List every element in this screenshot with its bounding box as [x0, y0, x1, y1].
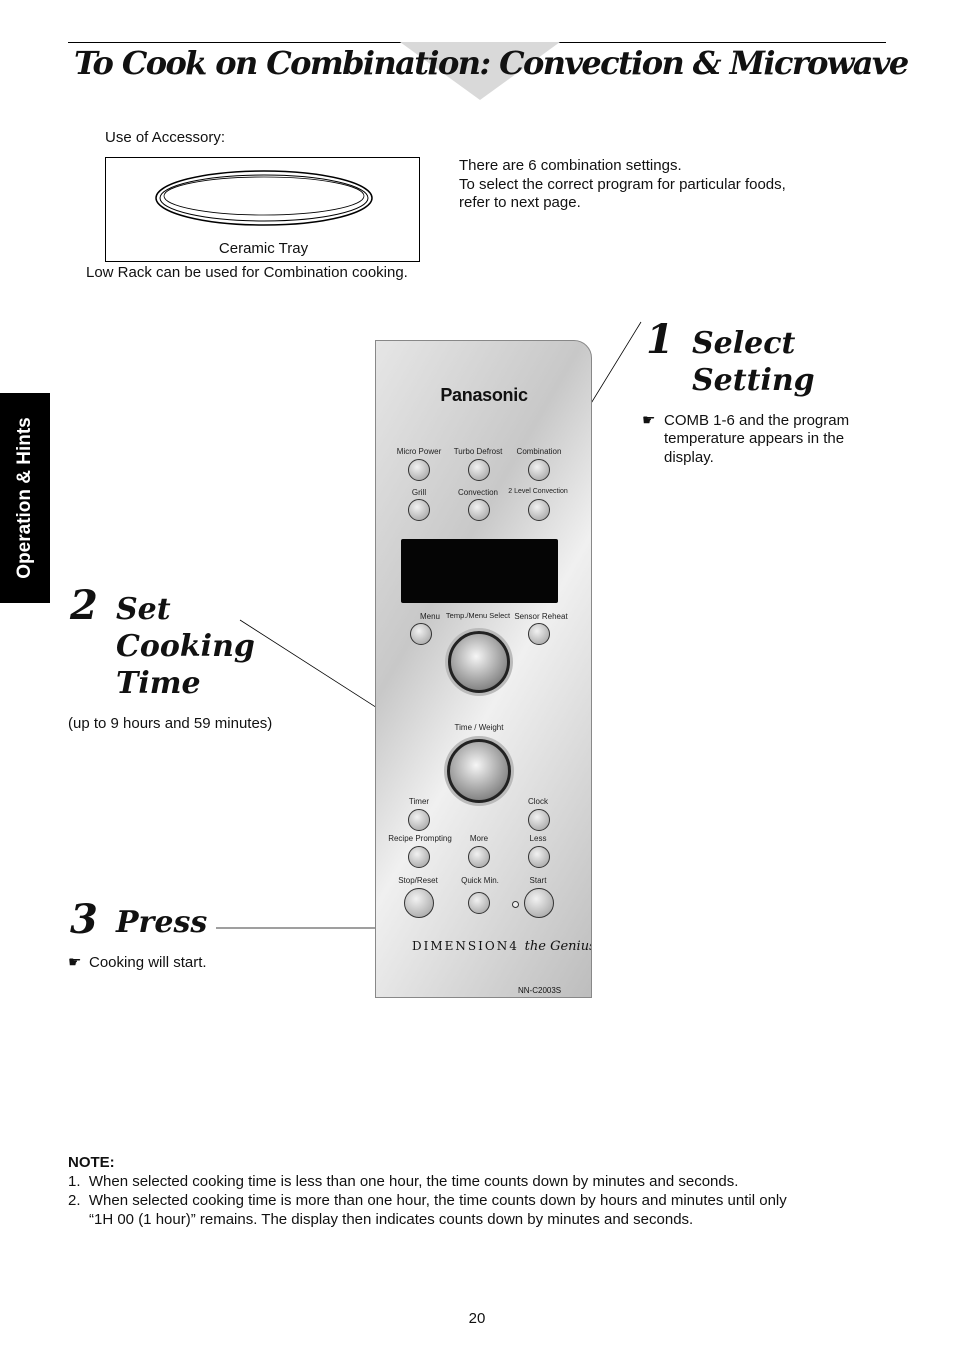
step-1-detail-line-1: COMB 1-6 and the program	[664, 412, 850, 429]
stop-reset-button[interactable]	[404, 888, 434, 918]
step-1-number: 1	[646, 316, 674, 363]
brand-logo: Panasonic	[440, 385, 528, 405]
menu-button[interactable]	[410, 623, 432, 645]
model-number: NN-C2003S	[518, 986, 562, 995]
quick-min-label: Quick Min.	[461, 876, 499, 885]
step-1-detail-line-3: display.	[664, 449, 714, 466]
recipe-prompting-button[interactable]	[408, 846, 430, 868]
section-side-tab: Operation & Hints	[0, 393, 50, 603]
pointing-hand-icon: ☛	[68, 954, 82, 971]
lcd-display	[401, 539, 558, 603]
intro-line-3: refer to next page.	[459, 194, 581, 211]
two-level-convection-label: 2 Level Convection	[508, 488, 568, 495]
page-number: 20	[468, 1310, 486, 1327]
step-3-detail: Cooking will start.	[89, 954, 207, 971]
step-2-number: 2	[70, 582, 98, 629]
page-title: To Cook on Combination: Convection & Mic…	[74, 44, 909, 82]
step-2-title-line-3: Time	[116, 666, 201, 701]
sensor-reheat-button[interactable]	[528, 623, 550, 645]
turbo-defrost-button[interactable]	[468, 459, 490, 481]
step-1-title-line-2: Setting	[692, 363, 815, 398]
less-label: Less	[529, 834, 547, 843]
accessory-box: Ceramic Tray	[105, 157, 420, 262]
convection-button[interactable]	[468, 499, 490, 521]
combination-button[interactable]	[528, 459, 550, 481]
recipe-prompting-label: Recipe Prompting	[388, 834, 452, 843]
step-3-number: 3	[70, 896, 98, 943]
more-label: More	[469, 834, 489, 843]
start-button[interactable]	[524, 888, 554, 918]
stop-reset-label: Stop/Reset	[398, 876, 438, 885]
ceramic-tray-icon	[155, 170, 373, 226]
note-item-2-text: When selected cooking time is more than …	[88, 1192, 787, 1209]
ceramic-tray-label: Ceramic Tray	[218, 240, 309, 257]
micro-power-label: Micro Power	[396, 447, 442, 456]
accessory-heading: Use of Accessory:	[105, 129, 226, 146]
grill-button[interactable]	[408, 499, 430, 521]
timer-label: Timer	[408, 797, 430, 806]
step-2-detail: (up to 9 hours and 59 minutes)	[68, 715, 273, 732]
sensor-reheat-label: Sensor Reheat	[514, 612, 568, 621]
dimension-logo: DIMENSION4 the Genius	[412, 939, 592, 954]
step-2-title-line-1: Set	[116, 592, 171, 627]
step-2-title-line-2: Cooking	[116, 629, 255, 664]
start-indicator-light	[512, 901, 519, 908]
note-heading: NOTE:	[68, 1154, 115, 1171]
step-1-title-line-1: Select	[692, 326, 796, 361]
low-rack-note: Low Rack can be used for Combination coo…	[86, 264, 408, 281]
intro-line-2: To select the correct program for partic…	[459, 176, 786, 193]
note-block: NOTE: 1. When selected cooking time is l…	[68, 1153, 888, 1229]
quick-min-button[interactable]	[468, 892, 490, 914]
less-button[interactable]	[528, 846, 550, 868]
control-panel: Panasonic Micro Power Turbo Defrost Comb…	[375, 340, 592, 998]
convection-label: Convection	[457, 488, 499, 497]
clock-button[interactable]	[528, 809, 550, 831]
turbo-defrost-label: Turbo Defrost	[453, 447, 503, 456]
time-weight-label: Time / Weight	[454, 723, 504, 732]
temp-menu-select-label: Temp./Menu Select	[445, 611, 511, 620]
timer-button[interactable]	[408, 809, 430, 831]
menu-label: Menu	[419, 612, 441, 621]
grill-label: Grill	[411, 488, 427, 497]
start-label: Start	[529, 876, 547, 885]
note-item-2-cont: “1H 00 (1 hour)” remains. The display th…	[89, 1211, 694, 1228]
step-3-title: Press	[116, 905, 208, 940]
note-item-1: 1. When selected cooking time is less th…	[68, 1173, 739, 1190]
step-1-detail-line-2: temperature appears in the	[664, 430, 845, 447]
pointing-hand-icon: ☛	[642, 412, 656, 429]
two-level-convection-button[interactable]	[528, 499, 550, 521]
genius-text: the Genius	[524, 939, 592, 954]
dimension-text: DIMENSION4	[412, 939, 519, 953]
clock-label: Clock	[527, 797, 549, 806]
more-button[interactable]	[468, 846, 490, 868]
note-item-2: 2. When selected cooking time is more th…	[68, 1192, 787, 1209]
combination-label: Combination	[516, 447, 562, 456]
title-decoration	[400, 42, 560, 100]
note-item-1-text: When selected cooking time is less than …	[88, 1173, 739, 1190]
intro-line-1: There are 6 combination settings.	[459, 157, 682, 174]
temp-menu-select-dial[interactable]	[448, 631, 510, 693]
time-weight-dial[interactable]	[447, 739, 511, 803]
micro-power-button[interactable]	[408, 459, 430, 481]
